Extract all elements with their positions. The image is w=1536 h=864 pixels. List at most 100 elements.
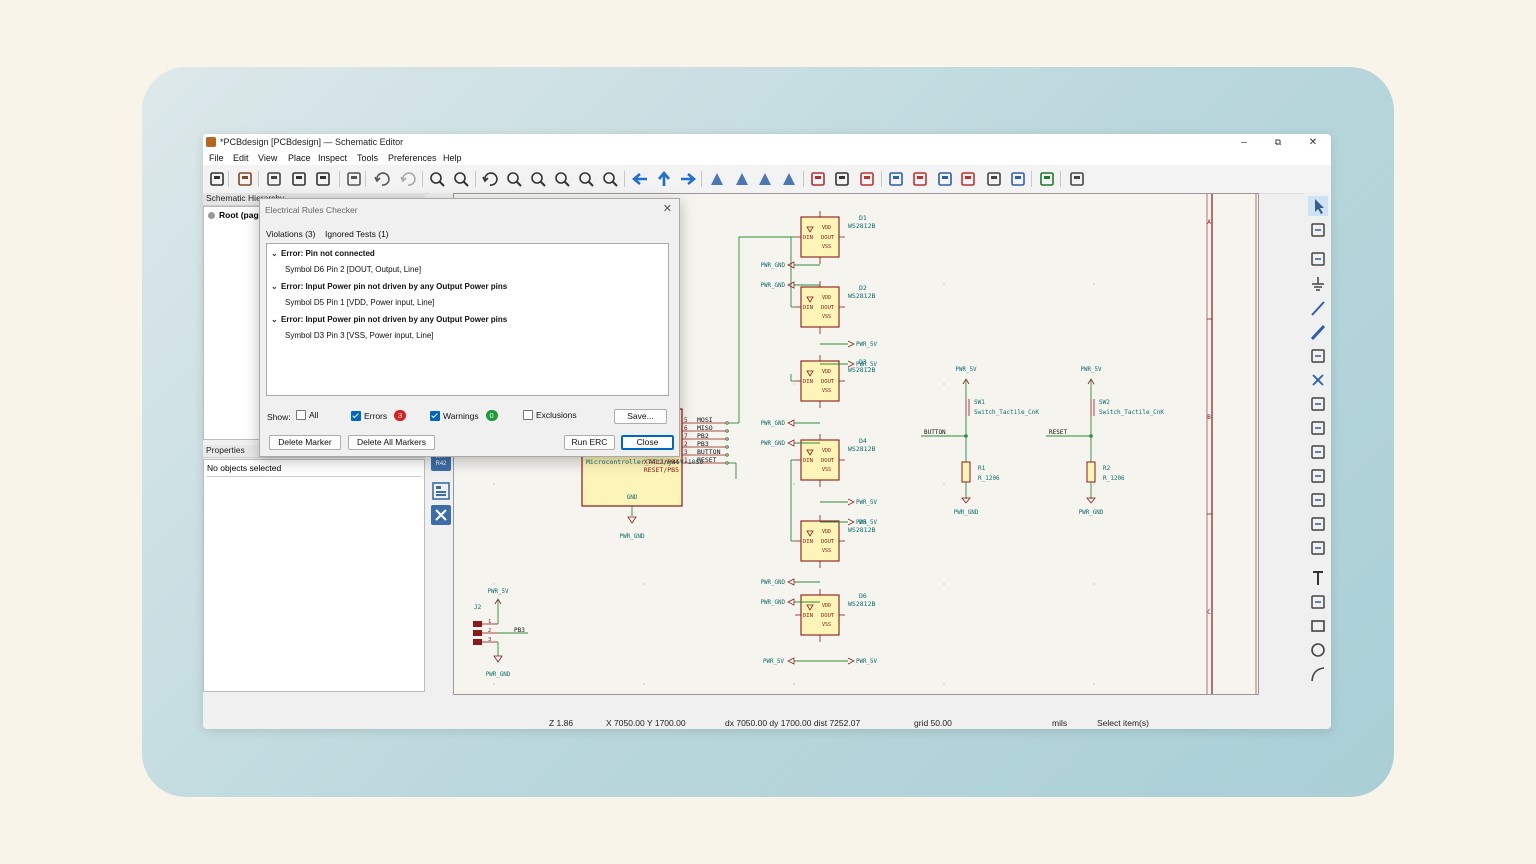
- delete-marker-button[interactable]: Delete Marker: [269, 435, 341, 450]
- led-pin-vss: VSS: [822, 622, 831, 628]
- maximize-button[interactable]: ⧉: [1274, 137, 1282, 147]
- pwr-5v-label: PWR_5V: [856, 500, 877, 506]
- add-circle-icon[interactable]: [1308, 640, 1328, 660]
- no-connect-icon[interactable]: [1308, 370, 1328, 390]
- undo-icon[interactable]: [373, 170, 391, 188]
- menu-view[interactable]: View: [258, 153, 278, 163]
- led-pin-dout: DOUT: [821, 613, 835, 619]
- violation-detail[interactable]: Symbol D6 Pin 2 [DOUT, Output, Line]: [285, 265, 422, 274]
- sheet-border-letter: C: [1207, 609, 1211, 616]
- navigate-forward-icon[interactable]: [679, 170, 697, 188]
- schematic-drawing: ABCMicrocontroller_ATtiny45V-10SUGNDXTAL…: [473, 194, 1257, 694]
- zoom-in-icon[interactable]: [505, 170, 523, 188]
- scripting-console-icon[interactable]: [1068, 170, 1086, 188]
- violation-detail[interactable]: Symbol D3 Pin 3 [VSS, Power input, Line]: [285, 331, 434, 340]
- delete-all-markers-button[interactable]: Delete All Markers: [348, 435, 435, 450]
- erc-icon[interactable]: [911, 170, 929, 188]
- filter-all-checkbox[interactable]: All: [296, 410, 318, 420]
- pcb-editor-icon[interactable]: [1038, 170, 1056, 188]
- rotate-cw-icon[interactable]: [733, 170, 751, 188]
- navigate-up-icon[interactable]: [655, 170, 673, 188]
- zoom-out-icon[interactable]: [529, 170, 547, 188]
- hierarchy-root-item[interactable]: Root (page 1): [208, 210, 420, 220]
- power-flag-icon: [787, 598, 795, 606]
- violation-error[interactable]: ⌄Error: Input Power pin not driven by an…: [271, 282, 507, 291]
- net-label-icon[interactable]: [1308, 418, 1328, 438]
- filter-exclusions-checkbox[interactable]: Exclusions: [523, 410, 577, 420]
- erc-dialog-close-icon[interactable]: ✕: [662, 203, 672, 215]
- led-pin-vss: VSS: [822, 548, 831, 554]
- bus-entry-icon[interactable]: [1308, 346, 1328, 366]
- zoom-selection-icon[interactable]: [601, 170, 619, 188]
- close-button[interactable]: ✕: [1308, 137, 1318, 148]
- add-sheet-icon[interactable]: [1308, 514, 1328, 534]
- add-arc-icon[interactable]: [1308, 664, 1328, 684]
- tab-violations[interactable]: Violations (3): [266, 229, 316, 239]
- run-erc-button[interactable]: Run ERC: [564, 435, 615, 450]
- redraw-icon[interactable]: [481, 170, 499, 188]
- add-bus-icon[interactable]: [1308, 322, 1328, 342]
- properties-tool-icon[interactable]: [431, 505, 451, 525]
- violation-error[interactable]: ⌄Error: Pin not connected: [271, 249, 375, 258]
- highlight-net-icon[interactable]: [1308, 220, 1328, 240]
- plot-icon[interactable]: [314, 170, 332, 188]
- find-replace-icon[interactable]: [452, 170, 470, 188]
- save-report-button[interactable]: Save...: [614, 409, 667, 424]
- menu-tools[interactable]: Tools: [357, 153, 379, 163]
- add-textbox-icon[interactable]: [1308, 592, 1328, 612]
- menu-help[interactable]: Help: [443, 153, 462, 163]
- paste-icon[interactable]: [345, 170, 363, 188]
- menu-edit[interactable]: Edit: [233, 153, 249, 163]
- navigate-back-icon[interactable]: [631, 170, 649, 188]
- rotate-ccw-icon[interactable]: [708, 170, 726, 188]
- net-class-directive-icon[interactable]: [1308, 442, 1328, 462]
- close-dialog-button[interactable]: Close: [621, 435, 674, 450]
- menu-place[interactable]: Place: [288, 153, 311, 163]
- page-settings-icon[interactable]: [265, 170, 283, 188]
- tab-ignored-tests[interactable]: Ignored Tests (1): [325, 229, 389, 239]
- import-sheet-pin-icon[interactable]: [1308, 538, 1328, 558]
- menu-file[interactable]: File: [209, 153, 224, 163]
- bom-icon[interactable]: [985, 170, 1003, 188]
- menu-preferences[interactable]: Preferences: [388, 153, 437, 163]
- annotate-icon[interactable]: [887, 170, 905, 188]
- warnings-count-badge: 0: [485, 410, 498, 421]
- simulator-icon[interactable]: [936, 170, 954, 188]
- grid-dot: [643, 683, 645, 685]
- add-wire-icon[interactable]: [1308, 298, 1328, 318]
- symbol-editor-icon[interactable]: [809, 170, 827, 188]
- mirror-vertical-icon[interactable]: [756, 170, 774, 188]
- zoom-fit-icon[interactable]: [553, 170, 571, 188]
- update-from-pcb-icon[interactable]: [858, 170, 876, 188]
- save-icon[interactable]: [208, 170, 226, 188]
- global-label-icon[interactable]: [1308, 466, 1328, 486]
- resistor-body: [961, 461, 971, 483]
- select-icon[interactable]: [1308, 196, 1328, 216]
- add-rectangle-icon[interactable]: [1308, 616, 1328, 636]
- redo-icon[interactable]: [399, 170, 417, 188]
- minimize-button[interactable]: –: [1241, 137, 1247, 148]
- zoom-objects-icon[interactable]: [577, 170, 595, 188]
- schematic-setup-icon[interactable]: [236, 170, 254, 188]
- hierarchy-navigator-icon[interactable]: [431, 481, 451, 501]
- power-flag-icon: [787, 578, 795, 586]
- menu-inspect[interactable]: Inspect: [318, 153, 348, 163]
- status-grid: grid 50.00: [914, 718, 952, 728]
- erc-dialog: Electrical Rules Checker ✕ Violations (3…: [259, 198, 680, 457]
- print-icon[interactable]: [290, 170, 308, 188]
- violation-detail[interactable]: Symbol D5 Pin 1 [VDD, Power input, Line]: [285, 298, 435, 307]
- find-icon[interactable]: [428, 170, 446, 188]
- hierarchical-label-icon[interactable]: [1308, 490, 1328, 510]
- junction-icon[interactable]: [1308, 394, 1328, 414]
- add-text-icon[interactable]: [1308, 568, 1328, 588]
- assign-footprints-icon[interactable]: [959, 170, 977, 188]
- mirror-horizontal-icon[interactable]: [780, 170, 798, 188]
- symbol-browser-icon[interactable]: [833, 170, 851, 188]
- bom-export-icon[interactable]: [1009, 170, 1027, 188]
- gnd-symbol-icon: [493, 655, 503, 663]
- add-symbol-icon[interactable]: [1308, 249, 1328, 269]
- add-power-icon[interactable]: [1308, 274, 1328, 294]
- violation-error[interactable]: ⌄Error: Input Power pin not driven by an…: [271, 315, 507, 324]
